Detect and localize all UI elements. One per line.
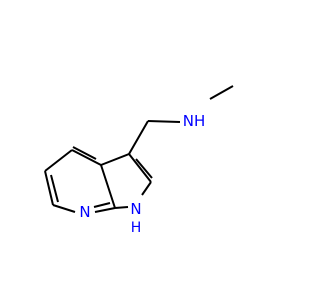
molecule-structure-diagram: NH N N H bbox=[44, 85, 234, 236]
bond-c3a-c4-inner bbox=[72, 146, 97, 160]
bond-methyl-n bbox=[209, 85, 234, 100]
bond-n7-c7a-inner bbox=[93, 202, 111, 208]
bond-c5-c6-inner bbox=[50, 174, 59, 203]
bond-c4-c5 bbox=[44, 149, 73, 172]
pyrrole-h-label: H bbox=[131, 220, 142, 236]
bond-c6-n7 bbox=[52, 204, 76, 213]
bond-n1-c7a bbox=[114, 206, 129, 209]
bond-c3a-c4 bbox=[71, 149, 102, 166]
bond-c3a-c3 bbox=[100, 153, 130, 166]
pyridine-n-label: N bbox=[79, 203, 90, 221]
atom-label-group: NH N N H bbox=[79, 112, 205, 236]
amine-nh-label: NH bbox=[183, 112, 206, 130]
pyrrole-n-label: N bbox=[130, 200, 141, 218]
bond-c5-c6 bbox=[44, 170, 54, 206]
bond-ch2-c3 bbox=[128, 120, 149, 155]
bond-c3-c2 bbox=[128, 153, 152, 183]
bond-group bbox=[44, 85, 234, 213]
bond-c7a-c3a bbox=[100, 164, 116, 209]
bond-n-ch2 bbox=[147, 120, 181, 123]
bond-c2-n1 bbox=[141, 181, 152, 196]
bond-c3-c2-inner bbox=[135, 158, 153, 179]
bond-n7-c7a bbox=[94, 207, 116, 213]
